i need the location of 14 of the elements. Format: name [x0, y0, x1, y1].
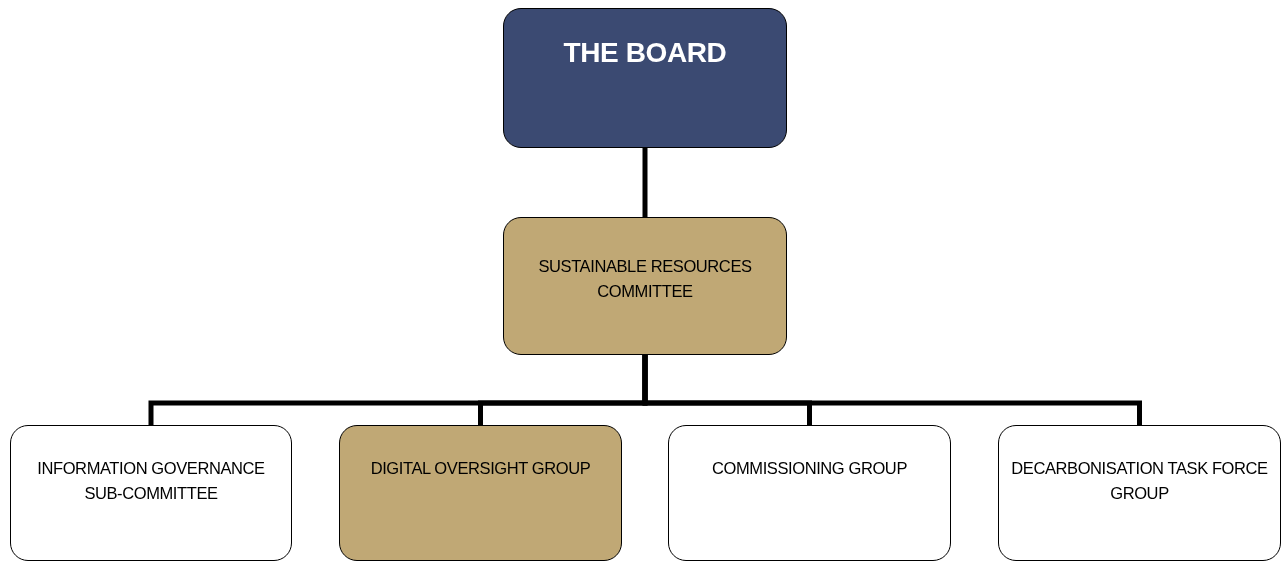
connector-line: [642, 355, 1142, 425]
box-label: SUSTAINABLE RESOURCES COMMITTEE: [537, 256, 753, 302]
box-label: INFORMATION GOVERNANCE SUB-COMMITTEE: [36, 458, 266, 504]
box-label: DIGITAL OVERSIGHT GROUP: [370, 458, 591, 479]
org-box: [10, 425, 292, 561]
box-label: COMMISSIONING GROUP: [712, 458, 907, 479]
org-box: [503, 8, 787, 148]
org-box: [998, 425, 1281, 561]
org-box: [668, 425, 951, 561]
box-title: THE BOARD: [563, 36, 727, 70]
connector-line: [642, 148, 648, 217]
box-label: DECARBONISATION TASK FORCE GROUP: [1010, 458, 1269, 504]
org-box: [339, 425, 622, 561]
org-box: [503, 217, 787, 355]
